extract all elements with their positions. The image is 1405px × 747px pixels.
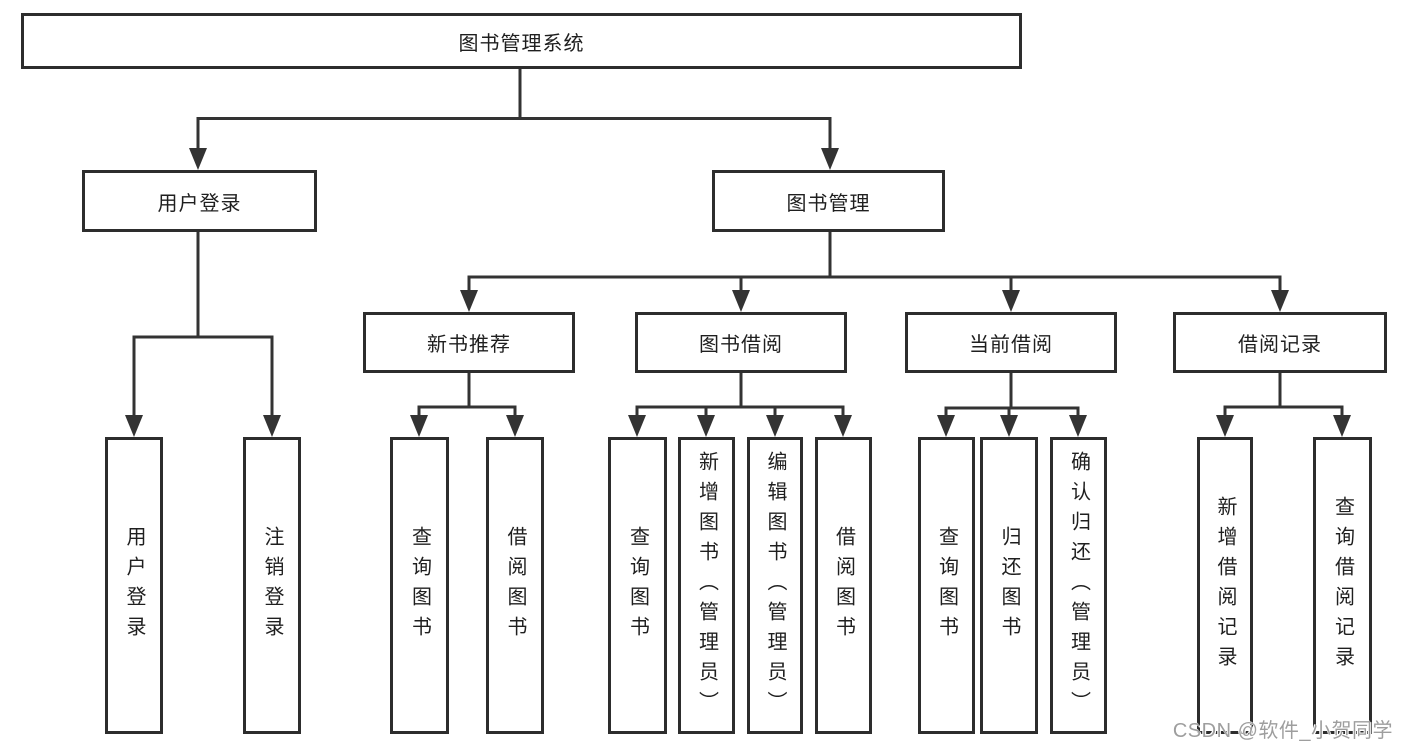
root-connectors [189,69,839,170]
node-label: 用户登录 [157,192,242,215]
leaf-query-book-recommend: 查询图书 [390,437,449,734]
node-label: 查询借阅记录 [1331,495,1354,676]
node-user-login: 用户登录 [82,170,317,232]
node-label: 注销登录 [261,525,283,646]
node-label: 借阅记录 [1238,334,1322,356]
new-book-recommend-connectors [410,373,524,437]
node-label: 编辑图书（管理员） [764,450,786,721]
leaf-borrow-book-recommend: 借阅图书 [486,437,544,734]
node-new-book-recommend: 新书推荐 [363,312,575,373]
node-label: 确认归还（管理员） [1067,450,1090,721]
node-label: 借阅图书 [504,525,526,646]
book-management-connectors [460,232,1289,312]
watermark: CSDN @软件_小贺同学 [1172,720,1393,742]
leaf-user-login: 用户登录 [105,437,163,734]
leaf-edit-book-admin: 编辑图书（管理员） [747,437,803,734]
user-login-connectors [125,232,281,437]
leaf-logout: 注销登录 [243,437,301,734]
leaf-borrow-book: 借阅图书 [815,437,872,734]
node-label: 查询图书 [408,525,431,646]
node-label: 查询图书 [626,525,649,646]
node-borrow-records: 借阅记录 [1173,312,1387,373]
node-label: 借阅图书 [832,525,855,646]
book-borrow-connectors [628,373,852,437]
leaf-add-book-admin: 新增图书（管理员） [678,437,735,734]
node-label: 查询图书 [935,525,958,646]
node-label: 图书借阅 [699,334,783,356]
current-borrow-connectors [937,373,1087,437]
node-label: 当前借阅 [969,334,1053,356]
leaf-add-borrow-record: 新增借阅记录 [1197,437,1253,734]
node-label: 新书推荐 [427,334,511,356]
leaf-query-borrow-record: 查询借阅记录 [1313,437,1372,734]
borrow-records-connectors [1216,373,1351,437]
leaf-confirm-return-admin: 确认归还（管理员） [1050,437,1107,734]
node-label: 新增图书（管理员） [695,450,718,721]
node-library-system: 图书管理系统 [21,13,1022,69]
leaf-query-book-borrow: 查询图书 [608,437,667,734]
node-label: 归还图书 [998,525,1020,646]
node-book-management: 图书管理 [712,170,945,232]
node-label: 新增借阅记录 [1214,495,1236,676]
leaf-query-book-current: 查询图书 [918,437,975,734]
node-book-borrow: 图书借阅 [635,312,847,373]
leaf-return-book: 归还图书 [980,437,1038,734]
node-label: 图书管理系统 [458,32,585,55]
node-label: 用户登录 [123,525,145,646]
node-label: 图书管理 [786,192,871,215]
node-current-borrow: 当前借阅 [905,312,1117,373]
